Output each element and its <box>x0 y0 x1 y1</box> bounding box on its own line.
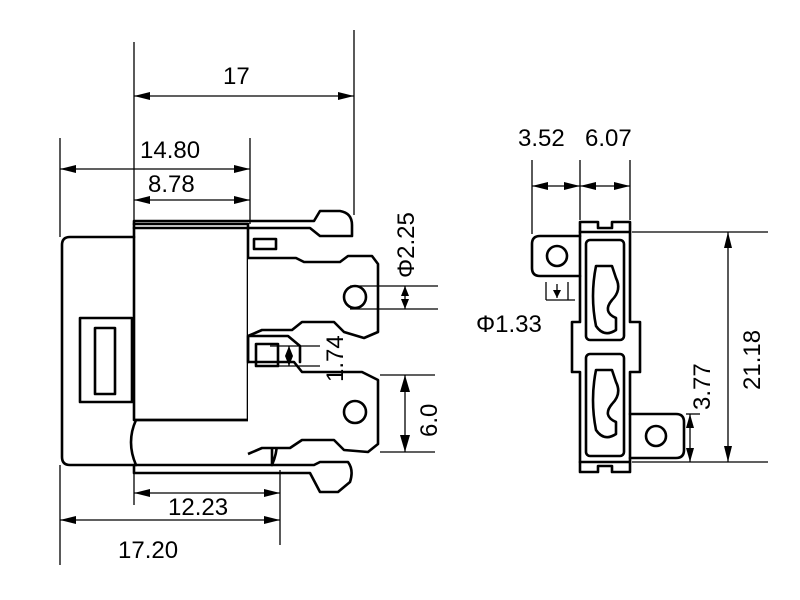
right-mount-ear <box>628 412 686 460</box>
bottom-ears <box>578 460 632 474</box>
dim-12-23: 12.23 <box>168 494 228 521</box>
front-view <box>530 220 686 474</box>
dimension-labels: 17 14.80 8.78 12.23 17.20 Φ2.25 1.74 6.0… <box>118 63 766 564</box>
side-view-dimension-lines <box>60 92 410 524</box>
upper-contact <box>591 264 620 335</box>
dim-17-20: 17.20 <box>118 537 178 564</box>
top-ears <box>578 220 632 234</box>
left-mount-hole <box>545 244 569 268</box>
dim-1-74: 1.74 <box>322 335 349 382</box>
middle-square <box>254 342 280 368</box>
lower-terminal-hole <box>342 399 368 425</box>
top-latch <box>132 209 354 238</box>
rear-window-outer <box>78 316 134 404</box>
bottom-latch <box>132 460 353 494</box>
dim-8-78: 8.78 <box>148 171 195 198</box>
housing-outline <box>60 235 136 467</box>
rear-window-inner <box>93 326 117 396</box>
small-tab <box>252 237 278 251</box>
left-mount-ear <box>530 234 582 278</box>
dim-6-0: 6.0 <box>416 404 443 437</box>
dim-phi-2-25: Φ2.25 <box>393 212 420 278</box>
side-view-extension-lines <box>59 30 438 565</box>
dim-3-77: 3.77 <box>689 363 716 410</box>
upper-terminal <box>247 254 380 340</box>
dim-17: 17 <box>223 63 250 90</box>
dim-6-07: 6.07 <box>585 125 632 152</box>
lower-terminal <box>247 360 380 456</box>
body-block <box>132 222 250 422</box>
upper-cavity-frame <box>584 238 626 342</box>
lower-contact <box>591 368 620 439</box>
lower-cavity-frame <box>584 352 626 458</box>
side-view <box>60 209 380 494</box>
dim-14-80: 14.80 <box>140 137 200 164</box>
middle-tongue <box>246 334 302 364</box>
right-mount-hole <box>644 424 668 448</box>
front-body <box>570 230 642 464</box>
dim-phi-1-33: Φ1.33 <box>476 311 542 338</box>
front-view-extension-lines <box>531 160 768 463</box>
dim-21-18: 21.18 <box>739 330 766 390</box>
front-view-dimension-lines <box>532 182 732 462</box>
dim-3-52: 3.52 <box>518 125 565 152</box>
